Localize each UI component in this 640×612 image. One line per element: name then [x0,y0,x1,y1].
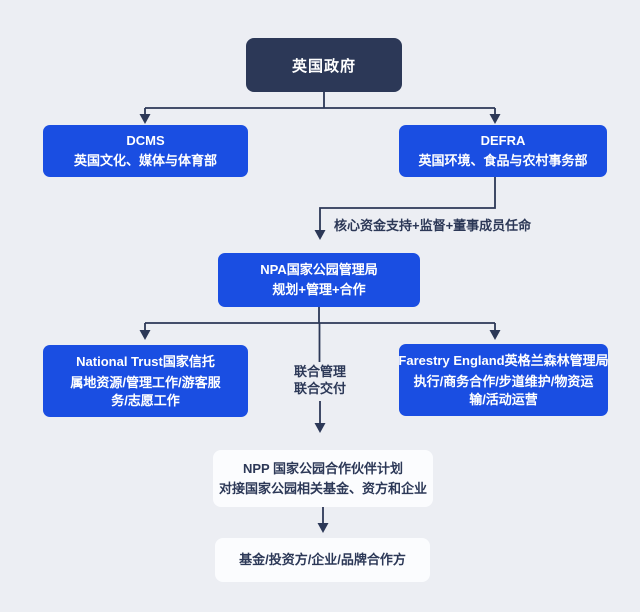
edge-label-joint-line2: 联合交付 [293,381,346,396]
node-subtitle: 属地资源/管理工作/游客服务/志愿工作 [70,375,221,408]
node-subtitle: 规划+管理+合作 [272,282,366,297]
node-subtitle: 英国文化、媒体与体育部 [73,153,217,168]
arrowhead-to-npp [314,423,326,433]
node-title: NPA国家公园管理局 [260,262,378,277]
arrowhead-to-defra [489,114,501,124]
node-defra: DEFRA 英国环境、食品与农村事务部 [399,125,607,177]
arrowhead-to-forestry [489,330,501,340]
edge-defra-to-npa [319,177,496,230]
node-title: DEFRA [480,133,526,148]
node-uk-government: 英国政府 [246,38,402,92]
node-subtitle: 英国环境、食品与农村事务部 [418,153,588,168]
node-title: 基金/投资方/企业/品牌合作方 [239,552,406,567]
edge-label-joint-line1: 联合管理 [293,364,346,379]
arrowhead-to-dcms [139,114,151,124]
node-title: DCMS [126,133,165,148]
arrowhead-to-national-trust [139,330,151,340]
edge-label-joint: 联合管理 联合交付 [250,363,390,397]
node-title: 英国政府 [291,57,356,75]
node-title: National Trust国家信托 [76,354,215,369]
node-subtitle: 对接国家公园相关基金、资方和企业 [218,480,427,496]
arrowhead-to-npa [314,230,326,240]
node-title: NPP 国家公园合作伙伴计划 [242,460,404,476]
arrowhead-to-partners [317,523,329,533]
node-partners: 基金/投资方/企业/品牌合作方 [215,538,430,582]
node-forestry-england: Farestry England英格兰森林管理局 执行/商务合作/步道维护/物资… [398,344,609,416]
edge-gov-to-departments [144,92,496,115]
node-subtitle: 执行/商务合作/步道维护/物资运输/活动运营 [413,374,594,407]
edge-npa-to-branches [144,307,496,362]
node-dcms: DCMS 英国文化、媒体与体育部 [43,125,248,177]
edge-label-funding: 核心资金支持+监督+董事成员任命 [334,218,532,233]
node-title: Farestry England英格兰森林管理局 [398,353,609,368]
node-national-trust: National Trust国家信托 属地资源/管理工作/游客服务/志愿工作 [43,345,248,417]
node-npa: NPA国家公园管理局 规划+管理+合作 [218,253,420,307]
node-npp: NPP 国家公园合作伙伴计划 对接国家公园相关基金、资方和企业 [213,450,433,507]
